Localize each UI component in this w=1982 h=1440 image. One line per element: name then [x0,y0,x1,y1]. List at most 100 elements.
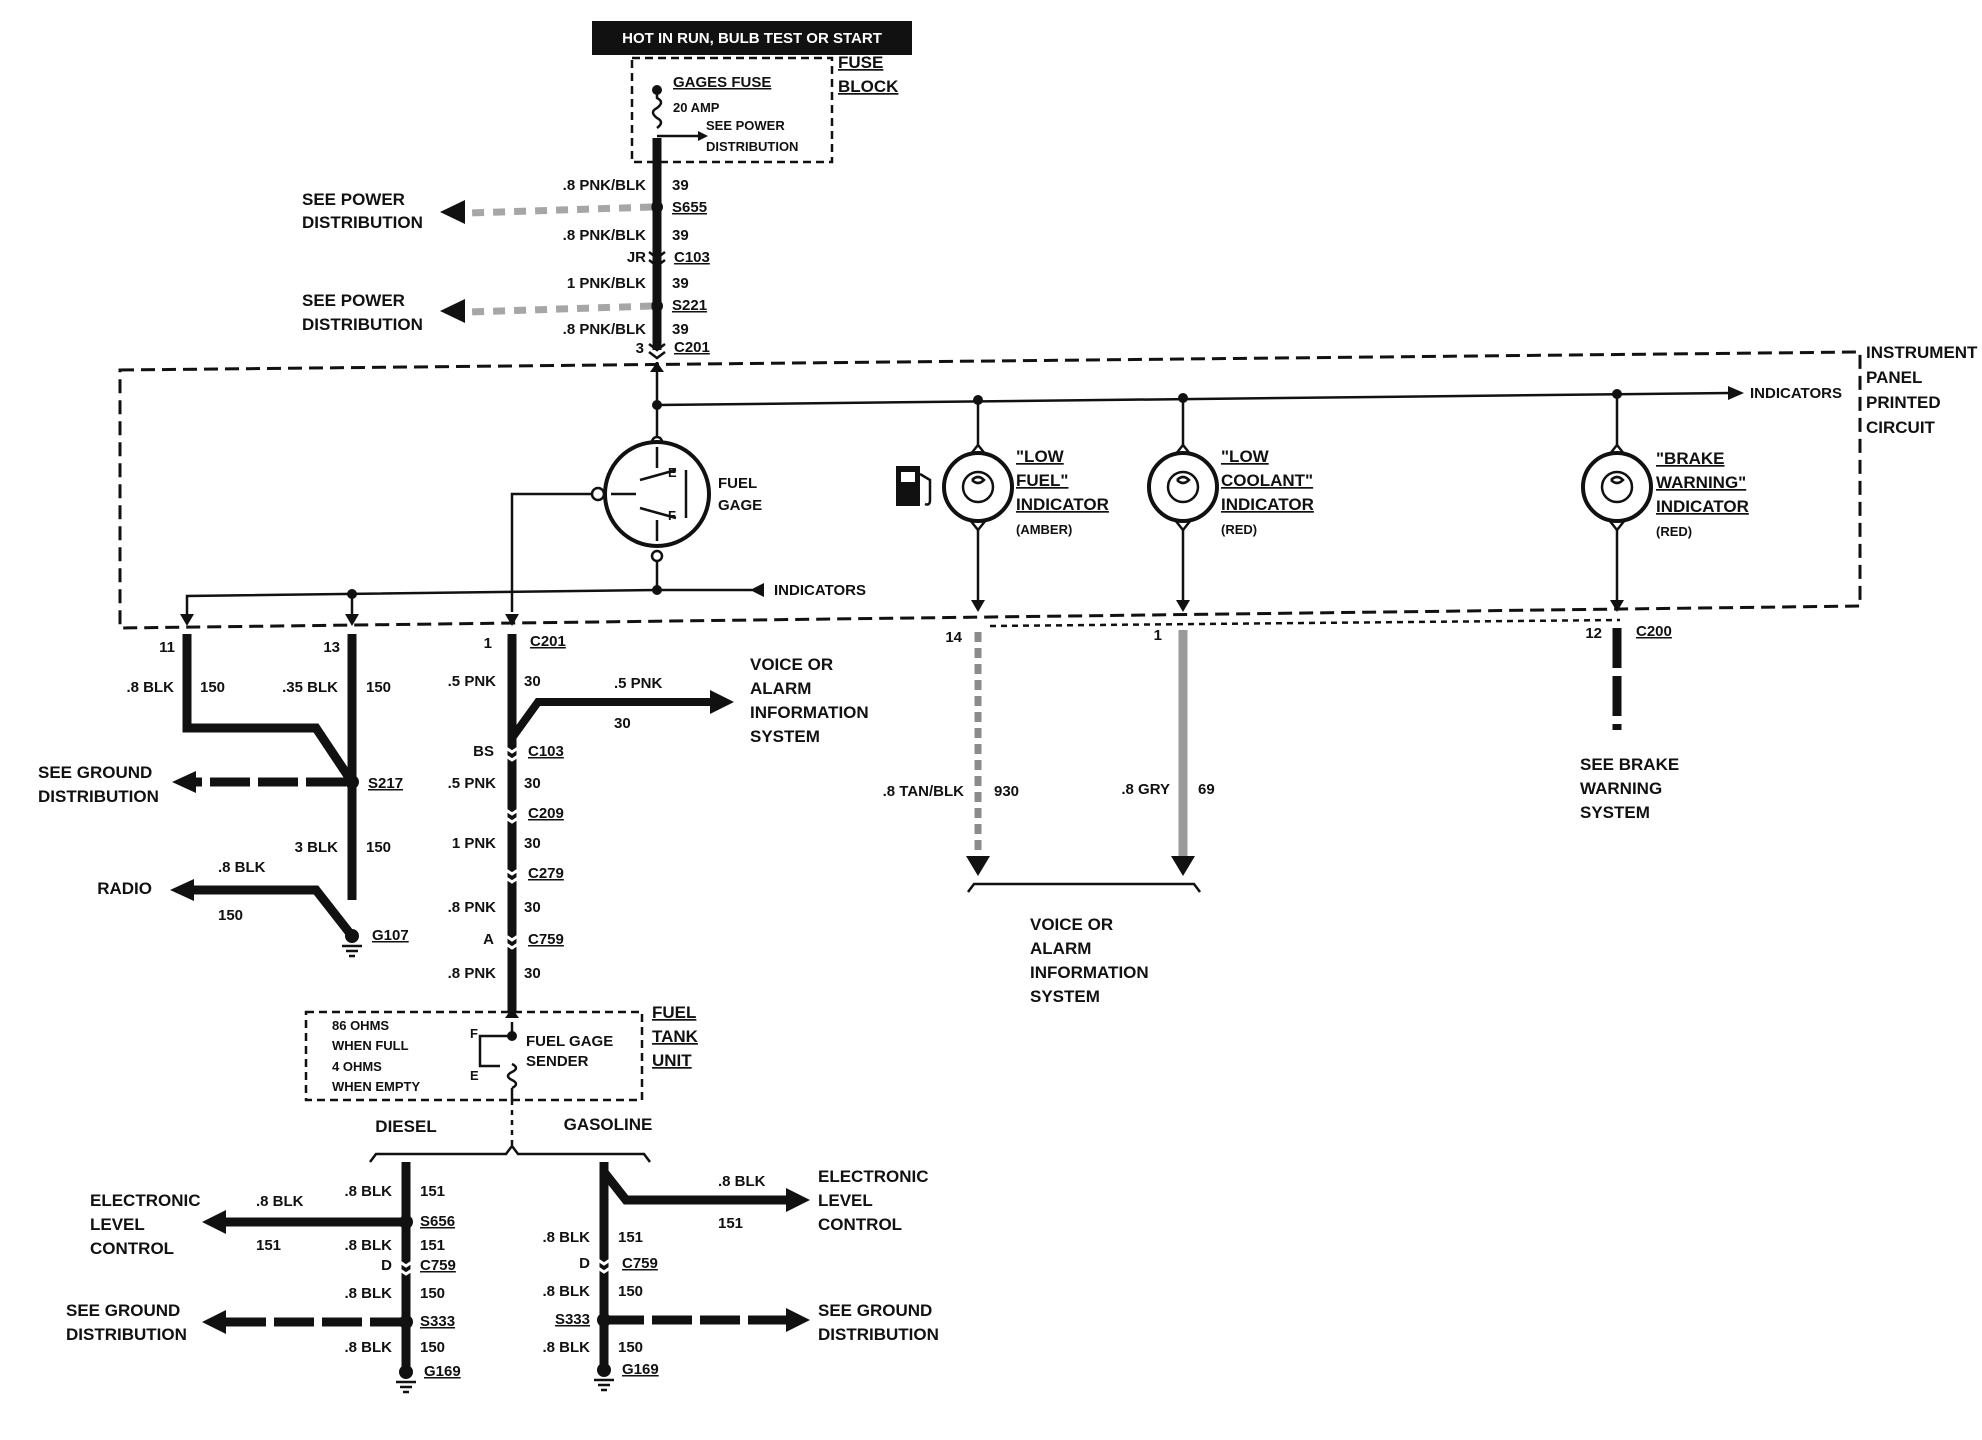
wire-150-d-circuit: 150 [366,839,391,856]
gasoline-g169-dot [597,1363,611,1377]
radio-wire-circuit: 150 [218,907,243,924]
voice-label-3: INFORMATION [750,703,869,722]
wire-30-d-gauge: .8 PNK [448,899,497,916]
center-c201-label: C201 [530,633,566,650]
brake-warning-bulb [1581,451,1653,523]
diesel-g169-dot [399,1365,413,1379]
center-pin-1: 1 [484,635,492,652]
gasoline-s333-label: S333 [555,1311,590,1328]
wire-930-circuit: 930 [994,783,1019,800]
pin-1-arrow [505,614,519,626]
low-coolant-color: (RED) [1221,522,1257,537]
fuel-gage-coils [611,447,688,541]
gasoline-wb-gauge: .8 BLK [542,1229,590,1246]
diesel-ground-arrow [202,1310,226,1334]
diesel-d-pin: D [381,1257,392,1274]
gasoline-wc-gauge: .8 BLK [542,1283,590,1300]
diesel-g169-label: G169 [424,1363,461,1380]
fuel-tank-unit-label-2: TANK [652,1027,699,1046]
diesel-label: DIESEL [375,1117,436,1136]
brake-warning-line-2: WARNING" [1656,473,1746,492]
voice-alarm-arrow [710,690,734,714]
see-ground-left-2: DISTRIBUTION [38,787,159,806]
tank-unit-arrow-up [505,1008,519,1018]
wire-39-a-gauge: .8 PNK/BLK [563,177,647,194]
diesel-s656-label: S656 [420,1213,455,1230]
ground-g107-dot [345,929,359,943]
hot-in-run-banner [592,21,912,55]
wire-30-d-circuit: 30 [524,899,541,916]
splice-s221-dot [651,300,663,312]
see-power-a-1: SEE POWER [302,190,405,209]
wire-30-b-gauge: .5 PNK [448,775,497,792]
low-fuel-line-2: FUEL" [1016,471,1068,490]
diesel-c759-symbol [396,1258,416,1276]
wire-930-gauge: .8 TAN/BLK [883,783,965,800]
connector-c201-pin-3: 3 [636,340,644,357]
wire-150-a [182,634,356,785]
brake-warning-out-arrow [1610,600,1624,612]
center-c279-label: C279 [528,865,564,882]
diesel-s333-dot [399,1315,413,1329]
indicators-left-arrow [750,583,764,597]
brake-warning-line-3: INDICATOR [1656,497,1749,516]
connector-c201-top-symbol [648,343,666,360]
right-pin-12: 12 [1585,625,1602,642]
low-coolant-bulb [1147,451,1219,523]
see-power-b-2: DISTRIBUTION [302,315,423,334]
center-c103-symbol [502,744,522,762]
right-voice-2: ALARM [1030,939,1091,958]
low-coolant-bulb-inner [1166,470,1200,504]
s217-ground-arrow [172,771,196,793]
center-bs-pin: BS [473,743,494,760]
fuel-gage-f-mark: F [668,508,676,523]
connector-c103-top-label: C103 [674,249,710,266]
gasoline-c759-symbol [594,1256,614,1274]
brake-warning-line-1: "BRAKE [1656,449,1725,468]
wire-69-circuit: 69 [1198,781,1215,798]
wire-39-d-gauge: .8 PNK/BLK [563,321,647,338]
fuse-block-title-2: BLOCK [838,77,899,96]
voice-label-4: SYSTEM [750,727,820,746]
see-brake-2: WARNING [1580,779,1662,798]
center-c103-label: C103 [528,743,564,760]
right-voice-4: SYSTEM [1030,987,1100,1006]
diesel-wc-gauge: .8 BLK [344,1237,392,1254]
gasoline-see-ground-2: DISTRIBUTION [818,1325,939,1344]
center-c279-symbol [502,866,522,884]
wire-30-a-circuit: 30 [524,673,541,690]
panel-bus-arrow-up [650,362,664,372]
wire-69-arrow [1171,856,1195,876]
gasoline-wd-circuit: 150 [618,1339,643,1356]
radio-ground-wire [194,885,356,939]
connector-c103-top-symbol [648,251,666,268]
s655-power-branch [469,203,653,217]
diesel-s656-dot [399,1215,413,1229]
gasoline-see-ground-1: SEE GROUND [818,1301,932,1320]
diesel-gasoline-bracket [369,1143,651,1163]
wire-39-b-circuit: 39 [672,227,689,244]
right-voice-1: VOICE OR [1030,915,1113,934]
low-fuel-bus-dot [973,395,983,405]
sender-f-mark: F [470,1026,478,1041]
panel-indicator-bus [656,391,1731,407]
low-coolant-line-2: COOLANT" [1221,471,1313,490]
low-coolant-line-3: INDICATOR [1221,495,1314,514]
voice-branch-gauge: .5 PNK [614,675,663,692]
fuel-pump-icon [896,466,932,506]
ohms-full-2: WHEN FULL [332,1038,409,1053]
gage-bottom-terminal [650,549,664,563]
diesel-elc-arrow [202,1210,226,1234]
see-ground-left-1: SEE GROUND [38,763,152,782]
wire-30-b-circuit: 30 [524,775,541,792]
fuel-gage-label-1: FUEL [718,475,757,492]
ground-g107-symbol [342,944,362,958]
panel-label-3: PRINTED [1866,393,1941,412]
radio-label: RADIO [97,879,152,898]
gage-left-terminal [590,486,606,502]
wire-150-a-circuit: 150 [200,679,225,696]
diesel-c759-label: C759 [420,1257,456,1274]
gages-fuse-symbol [651,90,663,129]
sender-label-2: SENDER [526,1053,589,1070]
